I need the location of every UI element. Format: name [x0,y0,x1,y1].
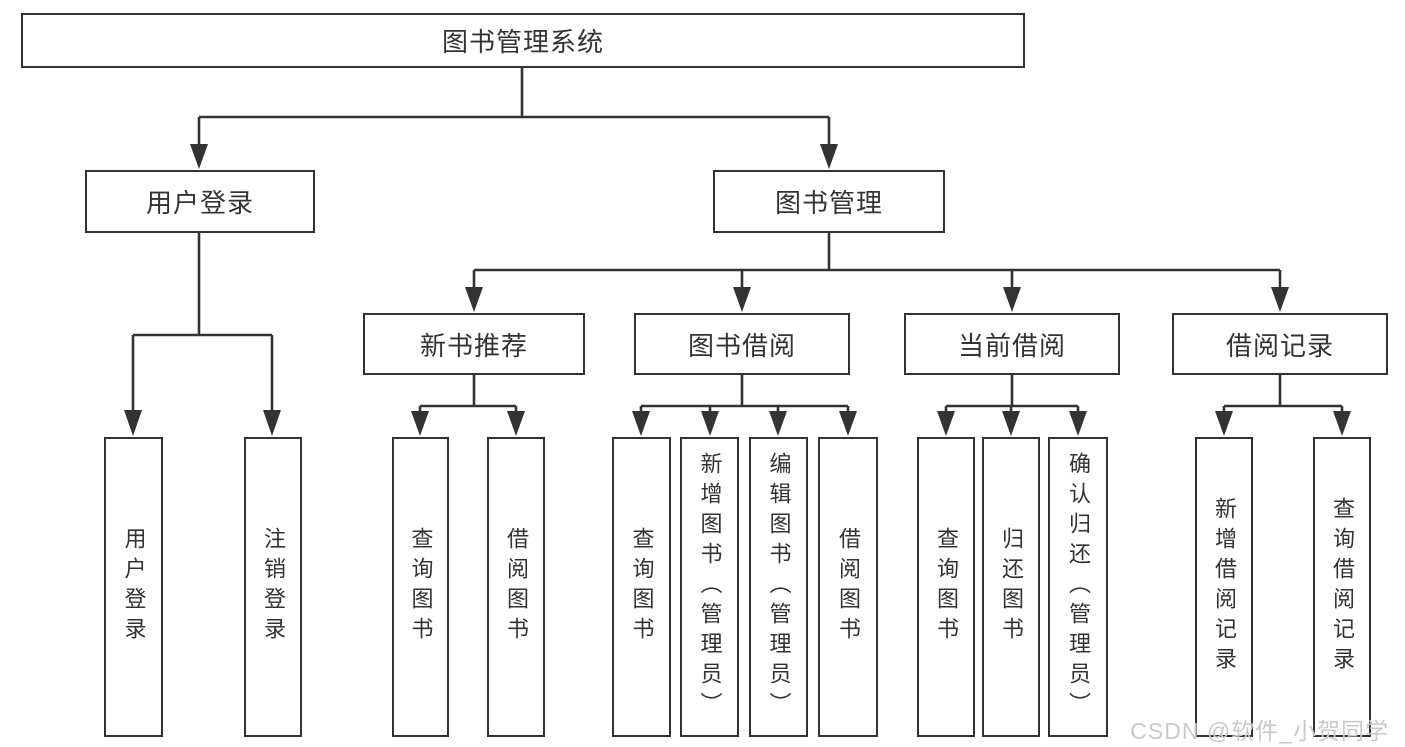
leaf-add-borrow-record: 新增借阅记录 [1195,437,1253,737]
leaf-borrow-books-rec: 借阅图书 [487,437,545,737]
node-book-borrow: 图书借阅 [634,313,850,375]
connector-new-book-children [411,375,525,436]
arrowhead [701,411,719,436]
leaf-user-login: 用户登录 [104,437,163,737]
leaf-logout-label: 注销登录 [261,527,286,647]
node-book-mgmt-label: 图书管理 [774,188,883,218]
leaf-user-login-label: 用户登录 [121,527,147,647]
arrowhead [769,411,787,436]
node-book-borrow-label: 图书借阅 [687,330,796,361]
arrowhead [411,411,429,436]
leaf-query-books-borrow-label: 查询图书 [629,527,655,647]
leaf-query-books-rec-label: 查询图书 [408,527,434,647]
leaf-add-borrow-record-label: 新增借阅记录 [1212,497,1237,677]
node-current-borrow: 当前借阅 [904,313,1120,375]
leaf-borrow-books-rec-label: 借阅图书 [504,527,529,647]
arrowhead [1003,287,1021,312]
node-borrow-record: 借阅记录 [1172,313,1388,375]
node-current-borrow-label: 当前借阅 [957,330,1066,361]
node-user-login: 用户登录 [85,170,315,233]
csdn-watermark: CSDN @软件_小贺同学 [1130,718,1389,744]
leaf-query-books-current-label: 查询图书 [934,527,959,647]
arrowhead [507,411,525,436]
leaf-confirm-return-admin: 确认归还（管理员） [1048,437,1108,737]
leaf-logout: 注销登录 [244,437,302,737]
leaf-query-borrow-record-label: 查询借阅记录 [1330,497,1355,677]
node-new-book-rec-label: 新书推荐 [419,330,528,361]
arrowhead [1271,287,1289,312]
arrowhead [733,287,751,312]
arrowhead [632,411,650,436]
leaf-borrow-books: 借阅图书 [818,437,878,737]
leaf-add-books-admin-label: 新增图书（管理员） [697,452,723,722]
leaf-query-books-borrow: 查询图书 [612,437,671,737]
connector-book-mgmt-to-level3 [465,233,1289,312]
node-user-login-label: 用户登录 [145,188,254,218]
node-root-label: 图书管理系统 [441,27,604,57]
leaf-query-borrow-record: 查询借阅记录 [1313,437,1371,737]
leaf-edit-books-admin-label: 编辑图书（管理员） [766,452,792,722]
arrowhead [1069,411,1087,436]
arrowhead [1333,411,1351,436]
arrowhead [190,144,208,169]
node-new-book-rec: 新书推荐 [363,313,585,375]
arrowhead [1215,411,1233,436]
leaf-return-books: 归还图书 [982,437,1040,737]
connector-book-borrow-children [632,375,857,436]
connector-root-to-level2 [190,68,838,169]
leaf-add-books-admin: 新增图书（管理员） [680,437,739,737]
node-root: 图书管理系统 [21,13,1025,68]
leaf-query-books-rec: 查询图书 [392,437,449,737]
leaf-edit-books-admin: 编辑图书（管理员） [749,437,808,737]
arrowhead [839,411,857,436]
arrowhead [263,410,281,436]
leaf-return-books-label: 归还图书 [999,527,1024,647]
leaf-borrow-books-label: 借阅图书 [836,527,861,647]
node-book-mgmt: 图书管理 [713,170,945,233]
arrowhead [937,411,955,436]
arrowhead [124,410,142,436]
arrowhead [820,144,838,169]
arrowhead [1002,411,1020,436]
node-borrow-record-label: 借阅记录 [1225,330,1334,361]
connector-current-borrow-children [937,375,1087,436]
leaf-confirm-return-admin-label: 确认归还（管理员） [1066,452,1091,722]
connector-user-login-children [124,233,281,436]
arrowhead [465,287,483,312]
connector-borrow-record-children [1215,375,1351,436]
leaf-query-books-current: 查询图书 [917,437,975,737]
